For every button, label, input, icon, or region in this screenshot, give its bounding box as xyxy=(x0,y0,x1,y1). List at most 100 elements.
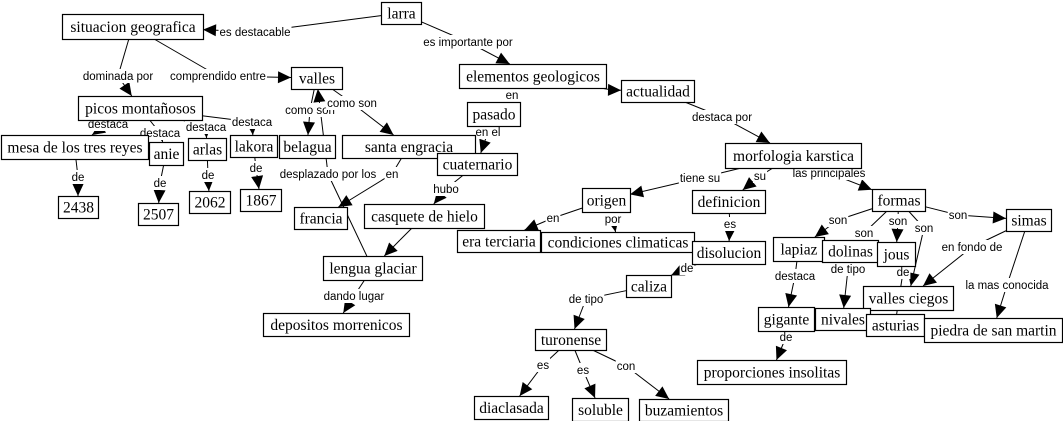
concept-diaclasada[interactable]: diaclasada xyxy=(473,395,550,421)
concept-nivales[interactable]: nivales xyxy=(814,307,872,332)
concept-cuaternario[interactable]: cuaternario xyxy=(436,152,519,177)
concept-asturias[interactable]: asturias xyxy=(865,313,926,338)
concept-elementos[interactable]: elementos geologicos xyxy=(458,63,608,90)
link-label: con xyxy=(615,359,637,373)
link-label-text: de xyxy=(780,332,793,344)
link-label: destaca xyxy=(230,115,274,129)
concept-belagua[interactable]: belagua xyxy=(278,134,337,160)
concept-definicion[interactable]: definicion xyxy=(691,189,767,215)
concept-label: situacion geografica xyxy=(70,19,195,36)
concept-depositos[interactable]: depositos morrenicos xyxy=(262,312,411,338)
concept-label: lengua glaciar xyxy=(329,261,417,278)
link-label-text: destaca xyxy=(232,117,273,129)
arrowhead-icon xyxy=(72,183,84,196)
concept-label: dolinas xyxy=(828,244,873,261)
link-label: hubo xyxy=(432,182,460,196)
concept-actualidad[interactable]: actualidad xyxy=(620,79,696,104)
concept-caliza[interactable]: caliza xyxy=(625,274,673,299)
link-label-text: su xyxy=(754,171,766,183)
concept-proporciones[interactable]: proporciones insolitas xyxy=(696,359,848,386)
concept-label: anie xyxy=(154,146,180,163)
concept-label: nivales xyxy=(821,312,865,329)
concept-buzamientos[interactable]: buzamientos xyxy=(638,398,730,421)
concept-label: formas xyxy=(877,193,920,210)
concept-picos[interactable]: picos montañosos xyxy=(77,95,204,122)
concept-turonense[interactable]: turonense xyxy=(534,328,608,352)
concept-santa[interactable]: santa engracia xyxy=(341,134,477,160)
link-label: destaca xyxy=(184,120,228,134)
concept-era[interactable]: era terciaria xyxy=(456,229,542,254)
link-label: destaca xyxy=(773,269,817,283)
concept-label: santa engracia xyxy=(365,139,453,156)
concept-piedra[interactable]: piedra de san martin xyxy=(923,317,1063,344)
link-label: de xyxy=(778,330,794,344)
link-label-text: de xyxy=(250,163,263,175)
link-label-text: de xyxy=(154,178,167,190)
concept-label: caliza xyxy=(631,279,667,296)
concept-formas[interactable]: formas xyxy=(871,188,927,213)
concept-soluble[interactable]: soluble xyxy=(571,397,630,421)
link-label-text: la mas conocida xyxy=(965,280,1049,292)
concept-situacion[interactable]: situacion geografica xyxy=(61,13,205,41)
arrowhead-icon xyxy=(519,382,533,396)
concept-label: 2062 xyxy=(195,195,226,212)
link-label: en el xyxy=(474,125,502,139)
link-label: es xyxy=(535,358,551,372)
link-label: es xyxy=(722,217,738,231)
concept-label: lakora xyxy=(235,139,274,156)
concept-disolucion[interactable]: disolucion xyxy=(691,240,767,266)
concept-label: turonense xyxy=(541,332,601,349)
concept-condiciones[interactable]: condiciones climaticas xyxy=(540,231,696,254)
concept-label: casquete de hielo xyxy=(371,209,478,226)
concept-label: valles ciegos xyxy=(869,291,949,308)
concept-label: 1867 xyxy=(246,193,277,210)
link-label-text: hubo xyxy=(433,184,459,196)
concept-n2062[interactable]: 2062 xyxy=(188,190,232,215)
concept-simas[interactable]: simas xyxy=(1005,208,1053,233)
arrowhead-icon xyxy=(384,242,398,256)
concept-mesa[interactable]: mesa de los tres reyes xyxy=(0,134,150,161)
concept-lakora[interactable]: lakora xyxy=(229,134,279,159)
link-label-text: de xyxy=(72,172,85,184)
link-label: es importante por xyxy=(422,35,514,49)
concept-anie[interactable]: anie xyxy=(148,141,185,167)
concept-francia[interactable]: francia xyxy=(293,206,349,231)
link-label-text: desplazado por los xyxy=(280,169,377,181)
concept-valles[interactable]: valles xyxy=(290,66,344,91)
concept-n2507[interactable]: 2507 xyxy=(137,202,180,227)
concept-arlas[interactable]: arlas xyxy=(187,137,228,162)
concept-gigante[interactable]: gigante xyxy=(757,306,816,333)
concept-lengua[interactable]: lengua glaciar xyxy=(322,255,424,282)
link-label-text: en xyxy=(547,213,560,225)
concept-pasado[interactable]: pasado xyxy=(466,101,522,128)
link-turonense-diaclasada xyxy=(519,349,560,397)
arrowhead-icon xyxy=(630,185,645,198)
concept-label: proporciones insolitas xyxy=(704,365,840,382)
link-label: de tipo xyxy=(829,262,867,276)
concept-jous[interactable]: jous xyxy=(876,241,917,268)
concept-dolinas[interactable]: dolinas xyxy=(821,239,880,264)
link-label-text: comprendido entre xyxy=(170,71,266,83)
link-label-text: es xyxy=(724,219,736,231)
concept-larra[interactable]: larra xyxy=(380,1,423,26)
concept-origen[interactable]: origen xyxy=(581,187,632,214)
concept-vallesciegos[interactable]: valles ciegos xyxy=(862,285,955,312)
link-label: su xyxy=(752,169,768,183)
link-label: es destacable xyxy=(218,25,292,39)
arrowhead-icon xyxy=(994,303,1007,318)
link-label-text: en xyxy=(386,169,399,181)
concept-lapiaz[interactable]: lapiaz xyxy=(772,236,826,263)
arrowhead-icon xyxy=(891,228,904,242)
concept-n2438[interactable]: 2438 xyxy=(57,195,100,220)
arrowhead-icon xyxy=(655,386,670,399)
arrowhead-icon xyxy=(923,273,937,286)
concept-n1867[interactable]: 1867 xyxy=(239,188,283,213)
concept-label: 2507 xyxy=(143,207,174,224)
concept-casquete[interactable]: casquete de hielo xyxy=(363,203,486,230)
concept-morfologia[interactable]: morfologia karstica xyxy=(724,142,863,170)
link-label-text: son xyxy=(915,223,934,235)
link-casquete-lengua xyxy=(383,227,413,257)
arrowhead-icon xyxy=(153,189,166,203)
link-label: de xyxy=(152,176,168,190)
